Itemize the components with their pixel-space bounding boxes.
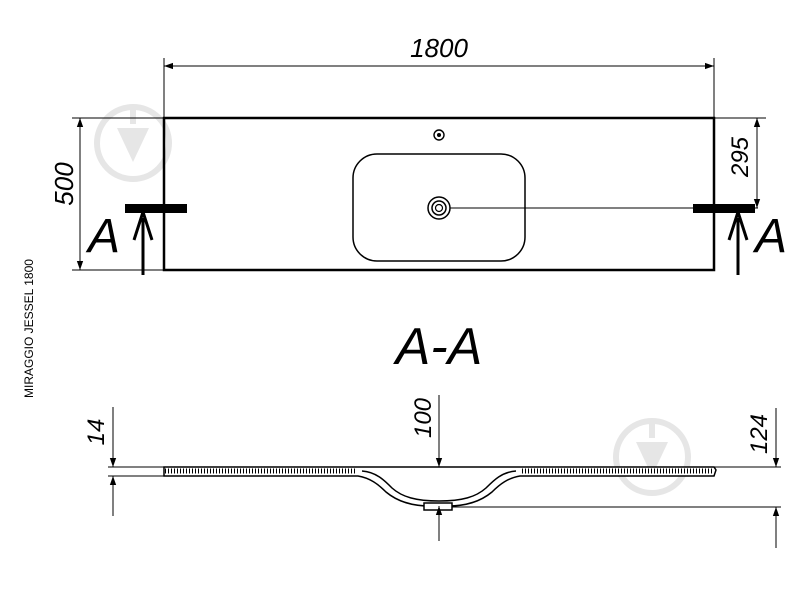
model-label: MIRAGGIO JESSEL 1800 <box>22 259 36 398</box>
dimension-slab-thickness <box>108 407 164 516</box>
watermark-drop-icon <box>94 104 172 182</box>
dimension-total-height-label: 124 <box>746 414 773 454</box>
section-marker-left-label: A <box>85 210 120 263</box>
drain-core <box>434 203 444 213</box>
dimension-depth <box>72 117 164 271</box>
dimension-depth-label: 500 <box>49 162 79 206</box>
plan-view <box>162 116 758 272</box>
watermark-drop-icon <box>613 418 691 496</box>
dimension-drain-offset-label: 295 <box>727 136 754 178</box>
basin-inner-curve <box>361 470 517 502</box>
section-marker-left <box>125 204 187 275</box>
dimension-total-height <box>452 408 781 548</box>
countertop-outline <box>162 116 716 272</box>
dimension-overall-width-label: 1800 <box>410 33 468 63</box>
dimension-overall-width <box>163 58 715 118</box>
drain-outlet <box>423 502 453 511</box>
dimension-drain-offset <box>714 117 766 208</box>
faucet-hole <box>433 129 445 141</box>
section-marker-right-label: A <box>752 210 787 263</box>
drain-inner <box>431 200 447 216</box>
dimension-bowl-depth-label: 100 <box>410 397 437 438</box>
faucet-hole-inner <box>437 133 441 137</box>
section-title: A-A <box>393 318 483 376</box>
dimension-slab-thickness-label: 14 <box>83 419 110 446</box>
section-marker-right <box>693 204 755 275</box>
